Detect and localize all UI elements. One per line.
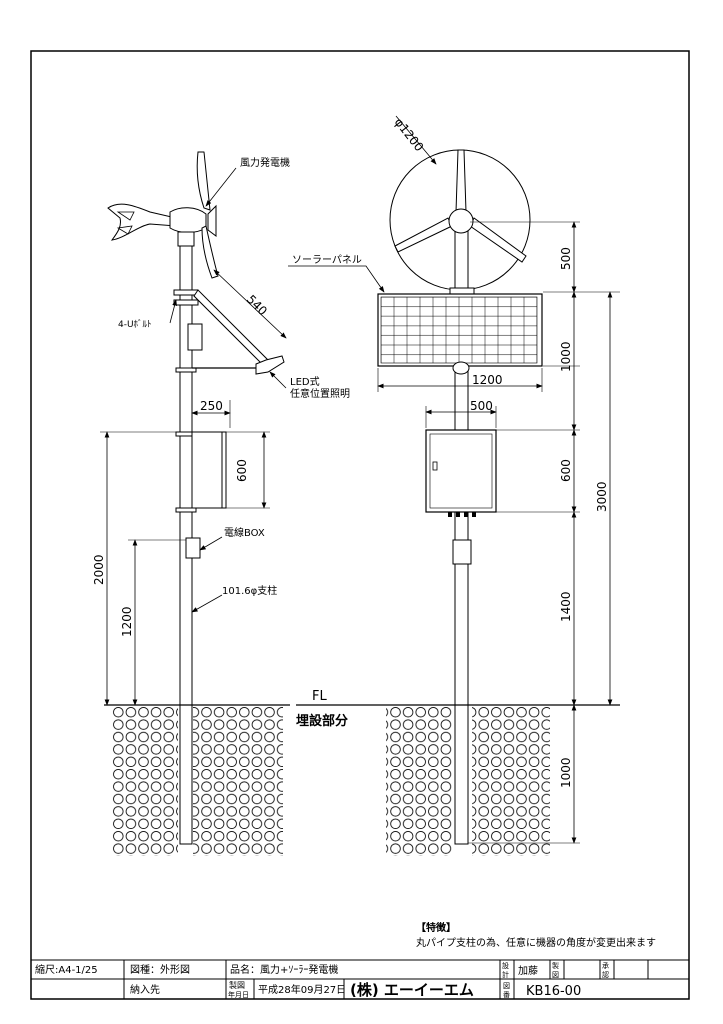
label-buried: 埋設部分 xyxy=(296,713,348,729)
tb-designer: 加藤 xyxy=(518,965,538,977)
wind-turbine-side xyxy=(107,151,219,279)
tb-number: KB16-00 xyxy=(526,984,581,999)
leader-wire-box xyxy=(199,536,223,551)
dim-540 xyxy=(213,269,287,339)
leader-led xyxy=(269,371,287,389)
label-solar-panel: ソーラーパネル xyxy=(292,254,362,266)
right-front-view xyxy=(288,115,620,856)
dim-text-phi1200: φ1200 xyxy=(392,115,427,154)
leader-wind xyxy=(205,167,237,207)
dim-600-left xyxy=(226,431,270,509)
label-u-bolt: 4-Uﾎﾞﾙﾄ xyxy=(118,319,152,330)
dim-text-600-left: 600 xyxy=(235,459,249,482)
dim-text-1200-left: 1200 xyxy=(120,606,134,637)
tb-date: 平成28年09月27日 xyxy=(258,983,346,996)
sheet-border xyxy=(30,50,690,1000)
wire-box-front xyxy=(452,539,472,565)
u-bolt-1 xyxy=(173,289,199,296)
tb-drafting-label-2: 図 xyxy=(552,971,559,979)
label-pole: 101.6φ支柱 xyxy=(222,584,277,597)
clamp-led xyxy=(175,367,197,373)
control-box-side xyxy=(191,431,227,509)
leader-pole xyxy=(191,594,223,613)
dim-text-3000: 3000 xyxy=(595,481,609,512)
dim-text-1400: 1400 xyxy=(559,591,573,622)
label-wind-generator: 風力発電機 xyxy=(240,156,290,169)
dim-text-2000: 2000 xyxy=(92,554,106,585)
soil-hatch-right-b xyxy=(472,706,550,856)
dim-1000-buried xyxy=(468,704,580,844)
dim-600-right xyxy=(496,429,580,513)
dim-text-250: 250 xyxy=(200,399,223,413)
feature-text: 丸パイプ支柱の為、任意に機器の角度が変更出来ます xyxy=(416,936,656,949)
tb-date-label-2: 年月日 xyxy=(228,990,249,999)
label-led-1: LED式 xyxy=(290,375,320,388)
dim-1200-left xyxy=(128,539,186,706)
label-wire-box: 電線BOX xyxy=(224,526,265,539)
tb-number-label-1: 図 xyxy=(503,982,510,990)
dim-text-540: 540 xyxy=(244,292,270,318)
dim-500-box xyxy=(425,406,497,428)
pole-joint xyxy=(452,361,470,375)
label-fl: FL xyxy=(312,689,327,704)
label-led-2: 任意位置照明 xyxy=(290,387,350,400)
tb-date-label-1: 製図 xyxy=(229,980,245,990)
dim-text-1000-panel: 1000 xyxy=(559,341,573,372)
led-light xyxy=(255,355,285,375)
dim-500-top xyxy=(470,221,620,293)
soil-hatch-left-b xyxy=(193,706,283,856)
wire-box-side xyxy=(185,537,201,559)
tb-number-label-2: 番 xyxy=(503,991,510,999)
u-bolt-2 xyxy=(173,299,199,306)
tb-scale: 縮尺:A4-1/25 xyxy=(35,963,98,976)
tb-drawing-type: 図種：外形図 xyxy=(130,963,190,976)
feature-title: 【特徴】 xyxy=(416,921,456,934)
dim-1200-panel xyxy=(377,368,543,392)
soil-hatch-right-a xyxy=(386,706,452,856)
dim-1000-panel xyxy=(543,291,580,431)
tb-approval-label-2: 認 xyxy=(602,970,609,979)
tb-product: 品名：風力+ｿｰﾗｰ発電機 xyxy=(230,963,338,976)
dim-text-600-right: 600 xyxy=(559,459,573,482)
dim-text-500-top: 500 xyxy=(559,247,573,270)
tb-design-label-1: 設 xyxy=(502,961,509,970)
tb-drafting-label-1: 製 xyxy=(552,961,559,970)
dim-text-1200-panel: 1200 xyxy=(472,373,503,387)
dim-phi1200 xyxy=(395,115,437,165)
dim-text-500-box: 500 xyxy=(470,399,493,413)
leader-solar xyxy=(288,265,385,293)
box-glands xyxy=(448,512,476,517)
tb-company: (株) エーイーエム xyxy=(350,981,474,999)
left-side-view xyxy=(100,151,290,856)
leader-u-bolt xyxy=(169,299,177,324)
tb-approval-label-1: 承 xyxy=(602,961,609,970)
control-box-front xyxy=(425,429,497,513)
panel-mount xyxy=(449,287,475,295)
dim-text-1000-buried: 1000 xyxy=(559,757,573,788)
tb-design-label-2: 計 xyxy=(502,970,509,979)
clamp-box-bottom xyxy=(175,507,197,513)
tb-delivery: 納入先 xyxy=(130,983,160,996)
rotor-blades xyxy=(394,149,527,263)
soil-hatch-left-a xyxy=(112,706,178,856)
small-box-left xyxy=(187,323,203,351)
dim-2000 xyxy=(100,431,178,706)
dim-250 xyxy=(191,400,231,428)
title-block xyxy=(31,959,689,999)
